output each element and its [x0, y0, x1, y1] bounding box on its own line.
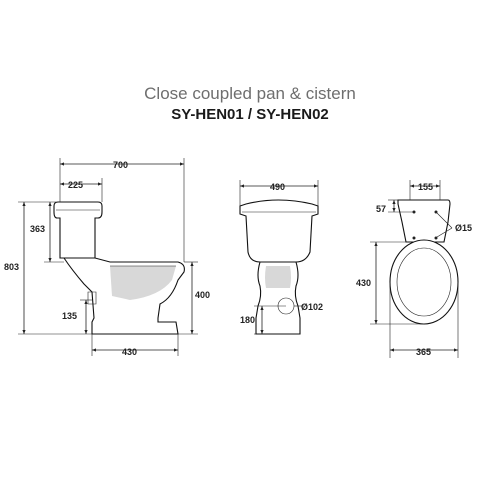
front-cistern — [239, 199, 319, 263]
dim-base-depth: 430 — [122, 347, 137, 357]
front-view: 490 180 Ø102 — [239, 180, 323, 335]
dim-outlet-diameter: Ø102 — [301, 302, 323, 312]
top-seat-inner — [396, 247, 452, 317]
top-cistern-plate — [397, 199, 451, 243]
page-title: Close coupled pan & cistern — [144, 84, 356, 103]
front-pan-shadow — [265, 266, 291, 288]
dim-front-width: 490 — [270, 182, 285, 192]
dim-outlet-height: 135 — [62, 311, 77, 321]
side-cistern — [53, 201, 103, 259]
side-pan-shadow — [110, 266, 176, 300]
dim-cistern-depth: 225 — [68, 180, 83, 190]
hinge-hole — [412, 236, 416, 240]
top-seat-outer — [389, 239, 459, 325]
dim-seat-width: 365 — [416, 347, 431, 357]
dim-hinge-spacing: 155 — [418, 182, 433, 192]
dim-seat-height: 400 — [195, 290, 210, 300]
dim-cistern-height: 363 — [30, 224, 45, 234]
dim-hole-diameter: Ø15 — [455, 223, 472, 233]
hinge-hole — [434, 236, 438, 240]
side-view: 700 225 803 363 400 135 430 — [4, 158, 210, 357]
dim-outlet-height-front: 180 — [240, 315, 255, 325]
dim-total-height: 803 — [4, 262, 19, 272]
top-view: 155 57 Ø15 430 365 — [356, 180, 472, 358]
dim-seat-length: 430 — [356, 278, 371, 288]
leader-line — [436, 212, 453, 229]
model-numbers: SY-HEN01 / SY-HEN02 — [171, 106, 329, 123]
leader-line — [436, 227, 453, 238]
hinge-hole — [434, 210, 438, 214]
dim-hinge-offset: 57 — [376, 204, 386, 214]
dim-width-total: 700 — [113, 160, 128, 170]
